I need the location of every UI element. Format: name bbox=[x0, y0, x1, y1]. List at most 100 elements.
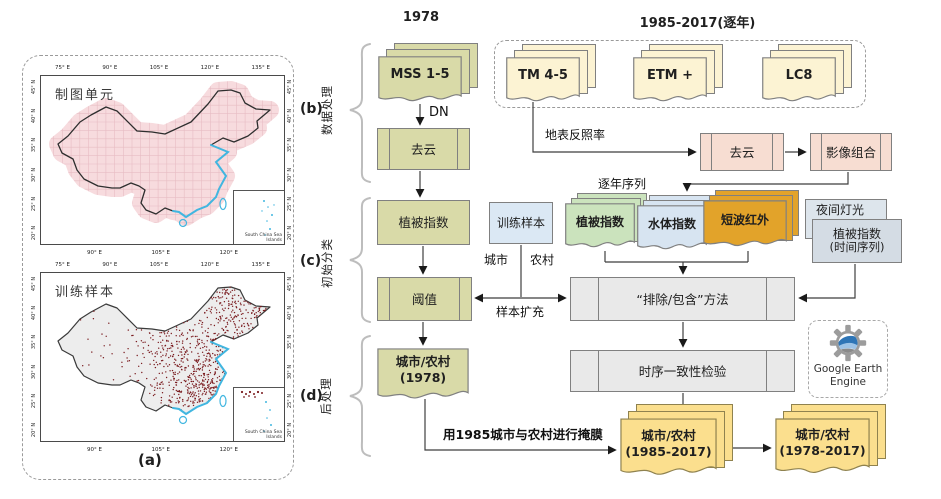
stage-d-label: (d) bbox=[300, 388, 323, 404]
doc-stack-urban-rural-1978-2017: 城市/农村 (1978-2017) bbox=[775, 404, 886, 479]
box-label: 影像组合 bbox=[825, 144, 876, 160]
edge-label-surface-reflectance: 地表反照率 bbox=[543, 126, 608, 143]
inset-islands bbox=[240, 390, 272, 432]
tick-label: 20° N bbox=[287, 225, 294, 241]
brace-stage-b bbox=[349, 43, 371, 183]
tick-label: 40° N bbox=[31, 306, 38, 321]
tick-label: 45° N bbox=[31, 276, 38, 292]
south-china-sea-inset: South China Sea Islands bbox=[233, 387, 284, 441]
tick-label: 90° E bbox=[87, 250, 102, 256]
tick-label: 40° N bbox=[287, 306, 294, 321]
doc-front bbox=[633, 57, 707, 106]
taiwan-island bbox=[219, 394, 227, 408]
tick-label: 90° E bbox=[102, 65, 118, 71]
tick-label: 120° E bbox=[200, 262, 220, 268]
tick-label: 35° N bbox=[287, 138, 294, 153]
doc-label: MSS 1-5 bbox=[390, 67, 450, 83]
doc-label: 城市/农村 (1985-2017) bbox=[620, 418, 717, 475]
connector-compose-to-docs bbox=[682, 172, 849, 192]
tick-label: 30° N bbox=[287, 364, 294, 379]
tick-label: 20° N bbox=[287, 422, 294, 438]
doc-label: 植被指数 bbox=[575, 214, 624, 229]
box-label: 训练样本 bbox=[496, 215, 545, 230]
brace-stage-d bbox=[349, 335, 371, 457]
tick-label: 45° N bbox=[287, 276, 294, 292]
doc-stack-mss: MSS 1-5 bbox=[378, 43, 480, 109]
doc-front bbox=[703, 200, 787, 251]
map-title: 训练样本 bbox=[55, 285, 116, 300]
doc-front bbox=[762, 57, 836, 106]
doc-stack-swir: 短波红外 bbox=[703, 190, 801, 254]
tick-label: 30° N bbox=[287, 167, 294, 182]
doc-label: 水体指数 bbox=[647, 216, 696, 231]
tick-label: 25° N bbox=[287, 393, 294, 408]
doc-stack-tm: TM 4-5 bbox=[506, 44, 596, 108]
google-earth-engine-icon bbox=[829, 324, 867, 362]
coastline bbox=[172, 144, 230, 219]
tick-label: 90° E bbox=[102, 262, 118, 268]
doc-label-line1: 城市/农村 bbox=[795, 426, 850, 442]
doc-label: TM 4-5 bbox=[518, 67, 568, 83]
tick-label: 120° E bbox=[219, 447, 238, 453]
tick-label: 30° N bbox=[31, 167, 38, 182]
lat-ticks-right: 45° N 40° N 35° N 30° N 25° N 20° N bbox=[286, 277, 295, 437]
edge-label-annual-series: 逐年序列 bbox=[596, 175, 649, 192]
box-label: “排除/包含”方法 bbox=[636, 291, 729, 307]
box-exclude-include-method: “排除/包含”方法 bbox=[570, 277, 795, 321]
edge-label-sample-expansion: 样本扩充 bbox=[496, 305, 545, 319]
edge-label-urban: 城市 bbox=[484, 253, 509, 267]
box-vegetation-index: 植被指数 bbox=[377, 200, 470, 245]
box-label: 植被指数 bbox=[398, 215, 449, 230]
edge-label-dn: DN bbox=[427, 105, 451, 120]
edge-label-mask: 用1985城市与农村进行掩膜 bbox=[443, 427, 603, 442]
tick-label: 120° E bbox=[200, 65, 220, 71]
tick-label: 135° E bbox=[251, 65, 270, 71]
doc-front bbox=[377, 348, 469, 404]
doc-front bbox=[506, 57, 580, 106]
tick-label: 90° E bbox=[87, 447, 102, 453]
stage-c-label: (c) bbox=[300, 253, 322, 269]
tick-label: 45° N bbox=[287, 79, 294, 95]
panel-a-label: (a) bbox=[138, 451, 162, 469]
box-image-composition: 影像组合 bbox=[810, 133, 892, 171]
doc-label-line2: (1978) bbox=[399, 370, 447, 385]
edge-label-rural: 农村 bbox=[530, 253, 555, 267]
doc-label-line1: 城市/农村 bbox=[641, 427, 696, 443]
tick-label: 25° N bbox=[31, 393, 38, 408]
panel-a-container bbox=[22, 55, 294, 480]
tick-label: 45° N bbox=[31, 79, 38, 95]
tick-label: 105° E bbox=[149, 262, 169, 268]
china-map-samples bbox=[57, 286, 271, 425]
tick-label: 35° N bbox=[31, 138, 38, 153]
box-threshold: 阈值 bbox=[377, 277, 472, 321]
box-label-line2: (时间序列) bbox=[829, 240, 885, 255]
doc-label: 城市/农村 (1978) bbox=[377, 348, 469, 398]
connector-vegts-to-method bbox=[798, 264, 856, 303]
map-title: 制图单元 bbox=[55, 88, 116, 103]
doc-label-line1: 城市/农村 bbox=[395, 354, 451, 370]
doc-front bbox=[775, 418, 870, 479]
inset-islands bbox=[261, 200, 275, 236]
tick-label: 35° N bbox=[287, 335, 294, 350]
gee-label-line1: Google Earth bbox=[813, 363, 883, 375]
doc-label: 城市/农村 (1978-2017) bbox=[775, 418, 870, 473]
tick-label: 75° E bbox=[55, 65, 70, 71]
tick-label: 40° N bbox=[31, 109, 38, 124]
tick-label: 25° N bbox=[287, 196, 294, 211]
coastline bbox=[172, 341, 230, 416]
doc-stack-etm: ETM + bbox=[633, 44, 723, 108]
doc-stack-lc8: LC8 bbox=[762, 44, 852, 108]
gee-label-line2: Engine bbox=[830, 375, 866, 388]
taiwan-island bbox=[219, 197, 227, 211]
doc-front bbox=[637, 205, 707, 254]
south-china-sea-inset: South China Sea Islands bbox=[233, 190, 284, 244]
box-decloud-annual: 去云 bbox=[700, 133, 784, 171]
tick-label: 105° E bbox=[149, 65, 169, 71]
